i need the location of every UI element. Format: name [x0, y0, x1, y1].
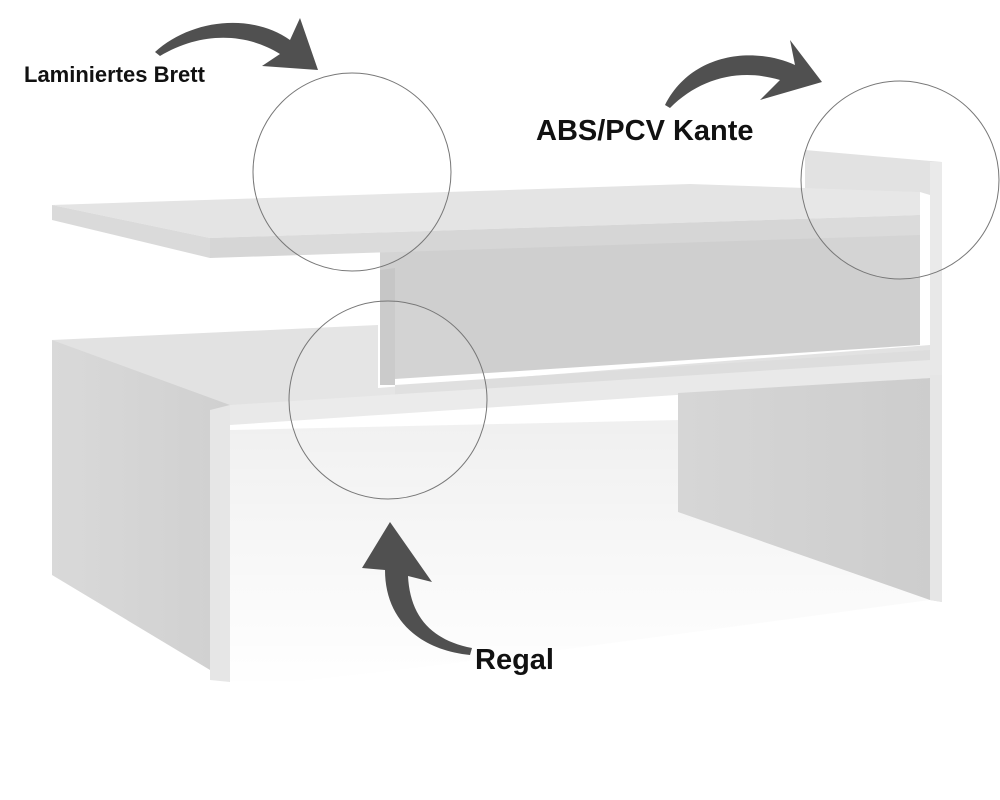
right-lower-panel [678, 378, 930, 600]
curved-arrow-icon [155, 18, 822, 655]
shelf-front-edge [230, 360, 930, 425]
edge-banding-label: ABS/PCV Kante [536, 115, 754, 147]
back-divider-panel [380, 215, 920, 380]
magnifier-laminated-board [252, 72, 452, 272]
middle-shelf-top [52, 325, 930, 420]
magnifier-edge [800, 80, 1000, 280]
laminated-board-label: Laminiertes Brett [24, 62, 205, 87]
arrow-edge-icon [665, 40, 822, 108]
arrow-laminated-board-icon [155, 18, 318, 70]
left-side-panel [52, 340, 230, 682]
arrow-shelf-icon [362, 522, 472, 655]
upper-board-top [52, 184, 920, 238]
upper-board-front [52, 205, 210, 258]
shelf-label: Regal [475, 644, 554, 676]
table [52, 150, 942, 682]
magnifier-shelf [288, 300, 488, 500]
